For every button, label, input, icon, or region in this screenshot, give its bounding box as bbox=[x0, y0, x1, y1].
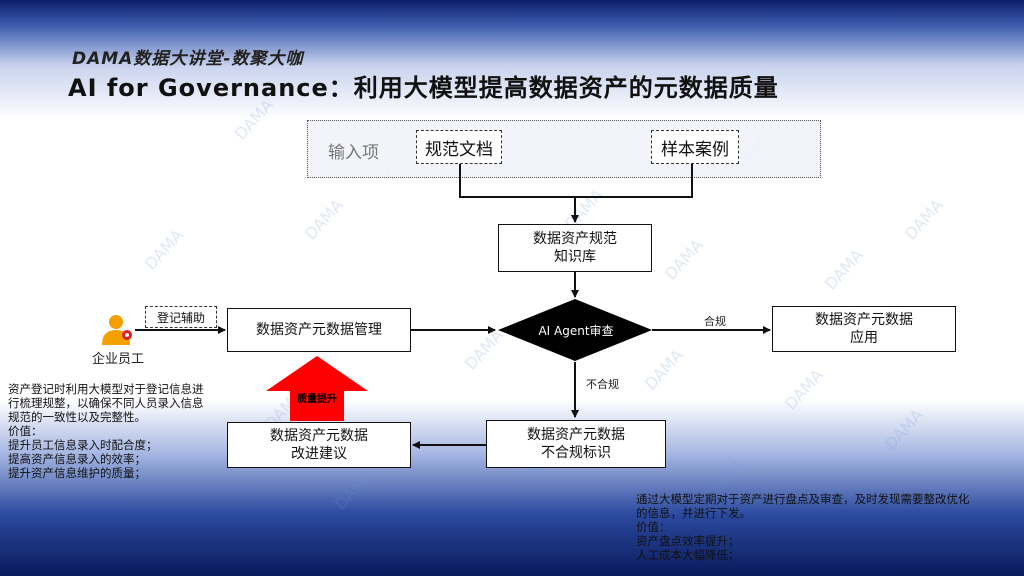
node-noncompliant-flag-label: 数据资产元数据 不合规标识 bbox=[527, 427, 625, 461]
right-description-line: 通过大模型定期对于资产进行盘点及审查，及时发现需要整改优化 bbox=[636, 492, 970, 506]
quality-up-label: 质量提升 bbox=[297, 394, 337, 405]
header-background bbox=[0, 0, 1024, 120]
left-description: 资产登记时利用大模型对于登记信息进行梳理规整，以确保不同人员录入信息规范的一致性… bbox=[8, 382, 204, 480]
left-description-line: 行梳理规整，以确保不同人员录入信息 bbox=[8, 396, 204, 410]
left-description-line: 资产登记时利用大模型对于登记信息进 bbox=[8, 382, 204, 396]
left-description-line: 提高资产信息录入的效率； bbox=[8, 452, 146, 466]
right-description-line: 的信息，并进行下发。 bbox=[636, 506, 751, 520]
node-knowledge-base: 数据资产规范 知识库 bbox=[498, 224, 652, 272]
page-title: AI for Governance：利用大模型提高数据资产的元数据质量 bbox=[68, 74, 779, 102]
quality-up-arrow bbox=[266, 356, 368, 421]
node-knowledge-base-label: 数据资产规范 知识库 bbox=[533, 231, 617, 265]
inputs-label: 输入项 bbox=[328, 143, 379, 163]
page-subtitle: DAMA数据大讲堂-数聚大咖 bbox=[72, 49, 304, 69]
node-improvement-suggestion-label: 数据资产元数据 改进建议 bbox=[270, 428, 368, 462]
employee-icon bbox=[102, 315, 132, 345]
input-sample-case: 样本案例 bbox=[651, 130, 739, 164]
input-spec-doc: 规范文档 bbox=[416, 130, 502, 164]
node-metadata-management: 数据资产元数据管理 bbox=[227, 308, 411, 352]
review-diamond bbox=[498, 299, 652, 361]
right-description: 通过大模型定期对于资产进行盘点及审查，及时发现需要整改优化的信息，并进行下发。价… bbox=[636, 492, 970, 562]
right-description-line: 资产盘点效率提升； bbox=[636, 534, 740, 548]
edge-label-compliant: 合规 bbox=[704, 315, 726, 328]
review-diamond-label: AI Agent审查 bbox=[538, 324, 614, 338]
register-assist-tag: 登记辅助 bbox=[145, 306, 217, 328]
edge-inputs-merge bbox=[459, 164, 693, 198]
left-description-line: 规范的一致性以及完整性。 bbox=[8, 410, 146, 424]
node-improvement-suggestion: 数据资产元数据 改进建议 bbox=[227, 422, 411, 468]
node-metadata-application-label: 数据资产元数据 应用 bbox=[815, 312, 913, 346]
left-description-line: 提升员工信息录入时配合度； bbox=[8, 438, 158, 452]
node-metadata-application: 数据资产元数据 应用 bbox=[772, 306, 956, 352]
employee-label: 企业员工 bbox=[92, 352, 145, 367]
edge-label-noncompliant: 不合规 bbox=[586, 378, 619, 391]
left-description-line: 价值： bbox=[8, 424, 43, 438]
right-description-line: 价值： bbox=[636, 520, 671, 534]
right-description-line: 人工成本大幅降低； bbox=[636, 548, 740, 562]
node-noncompliant-flag: 数据资产元数据 不合规标识 bbox=[486, 420, 666, 468]
node-metadata-management-label: 数据资产元数据管理 bbox=[256, 322, 382, 338]
left-description-line: 提升资产信息维护的质量； bbox=[8, 466, 146, 480]
